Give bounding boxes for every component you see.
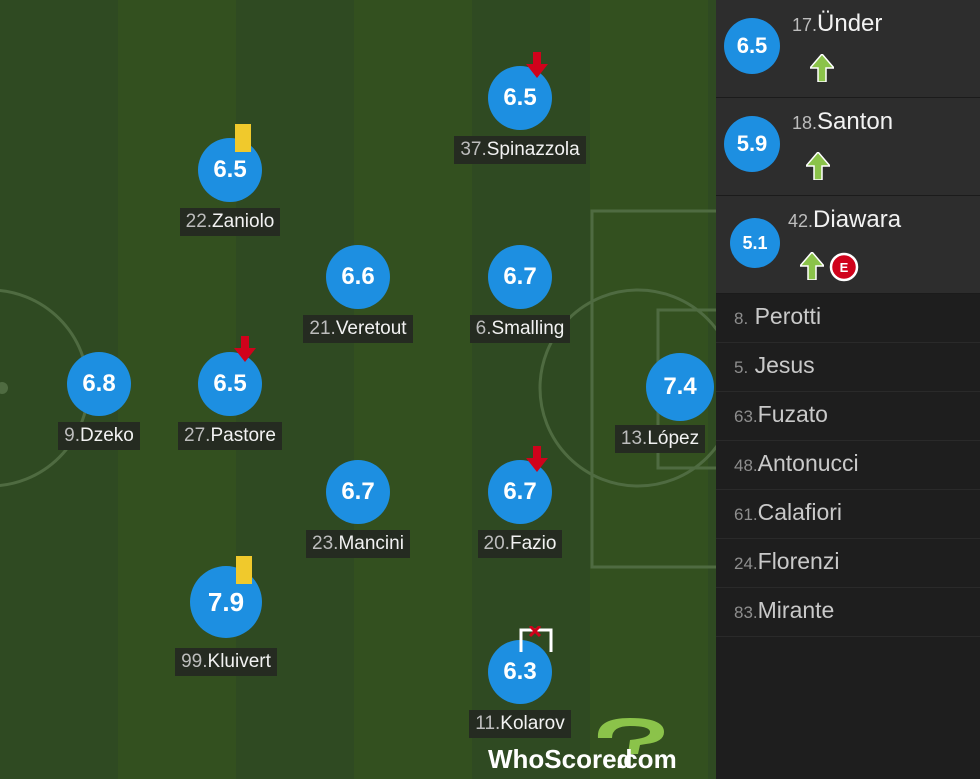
player-name-label: 21.Veretout (303, 315, 413, 343)
player-name-label: 42.Diawara (788, 206, 902, 233)
player-veretout[interactable]: 6.6 21.Veretout (303, 245, 413, 343)
bench-item[interactable]: 24.Florenzi (716, 539, 980, 588)
bench-player-label: 83.Mirante (734, 597, 835, 623)
player-mancini[interactable]: 6.7 23.Mancini (306, 460, 410, 558)
player-rating: 6.5 (488, 66, 552, 130)
player-lopez[interactable]: 7.4 13.López (614, 353, 714, 453)
bench-player-label: 48.Antonucci (734, 450, 859, 476)
player-rating: 6.5 (198, 352, 262, 416)
player-rating: 6.7 (488, 460, 552, 524)
bench-item[interactable]: 5. Jesus (716, 343, 980, 392)
error-icon: E (829, 252, 859, 282)
sub-off-arrow-icon (234, 336, 256, 362)
sub-on-arrow-icon (806, 152, 830, 180)
player-pastore[interactable]: 6.5 27.Pastore (178, 336, 282, 450)
sub-off-arrow-icon (526, 446, 548, 472)
player-kolarov[interactable]: 6.3 11.Kolarov (469, 626, 571, 738)
player-rating: 7.9 (190, 566, 262, 638)
substitute-item[interactable]: 5.9 18.Santon (716, 98, 980, 196)
player-rating: 6.5 (724, 18, 780, 74)
svg-text:.com: .com (616, 744, 677, 774)
player-rating: 6.6 (326, 245, 390, 309)
player-name-label: 37.Spinazzola (454, 136, 586, 164)
player-rating: 6.3 (488, 640, 552, 704)
player-name-label: 20.Fazio (477, 530, 563, 558)
player-name-label: 27.Pastore (178, 422, 282, 450)
svg-text:WhoScored: WhoScored (488, 744, 632, 774)
whoscored-logo: WhoScored .com (488, 712, 703, 776)
bench-item[interactable]: 63.Fuzato (716, 392, 980, 441)
substitutes-sidebar: 6.5 17.Ünder 5.9 18.Santon 5.1 42.Diawar… (716, 0, 980, 779)
player-name-label: 23.Mancini (306, 530, 410, 558)
player-name-label: 18.Santon (792, 108, 894, 135)
bench-player-label: 5. Jesus (734, 352, 815, 378)
sub-off-arrow-icon (526, 52, 548, 78)
pitch: 6.8 9.Dzeko 6.5 22.Zaniolo 6.5 27.Pastor… (0, 0, 716, 779)
substitute-item[interactable]: 6.5 17.Ünder (716, 0, 980, 98)
player-fazio[interactable]: 6.7 20.Fazio (477, 446, 563, 558)
svg-text:E: E (840, 260, 849, 275)
player-spinazzola[interactable]: 6.5 37.Spinazzola (454, 52, 586, 164)
player-zaniolo[interactable]: 6.5 22.Zaniolo (179, 124, 281, 236)
sub-on-arrow-icon (800, 252, 824, 280)
goal-error-icon (519, 626, 553, 652)
player-dzeko[interactable]: 6.8 9.Dzeko (58, 352, 140, 450)
player-name-label: 11.Kolarov (469, 710, 571, 738)
player-name-label: 9.Dzeko (58, 422, 140, 450)
player-rating: 7.4 (646, 353, 714, 421)
yellow-card-icon (235, 124, 251, 152)
bench-item[interactable]: 61.Calafiori (716, 490, 980, 539)
player-name-label: 22.Zaniolo (179, 208, 281, 236)
player-rating: 6.7 (488, 245, 552, 309)
player-name-label: 13.López (614, 425, 706, 453)
player-name-label: 6.Smalling (469, 315, 571, 343)
yellow-card-icon (236, 556, 252, 584)
bench-item[interactable]: 83.Mirante (716, 588, 980, 637)
bench-player-label: 61.Calafiori (734, 499, 843, 525)
player-rating: 6.7 (326, 460, 390, 524)
player-rating: 6.5 (198, 138, 262, 202)
player-name-label: 17.Ünder (792, 10, 883, 37)
player-rating: 5.9 (724, 116, 780, 172)
player-rating: 6.8 (67, 352, 131, 416)
bench-player-label: 24.Florenzi (734, 548, 840, 574)
player-kluivert[interactable]: 7.9 99.Kluivert (175, 556, 277, 676)
bench-item[interactable]: 48.Antonucci (716, 441, 980, 490)
bench-player-label: 63.Fuzato (734, 401, 828, 427)
substitute-item[interactable]: 5.1 42.Diawara E (716, 196, 980, 294)
bench-player-label: 8. Perotti (734, 303, 822, 329)
sub-on-arrow-icon (810, 54, 834, 82)
player-smalling[interactable]: 6.7 6.Smalling (469, 245, 571, 343)
player-rating: 5.1 (730, 218, 780, 268)
player-name-label: 99.Kluivert (175, 648, 277, 676)
bench-item[interactable]: 8. Perotti (716, 294, 980, 343)
